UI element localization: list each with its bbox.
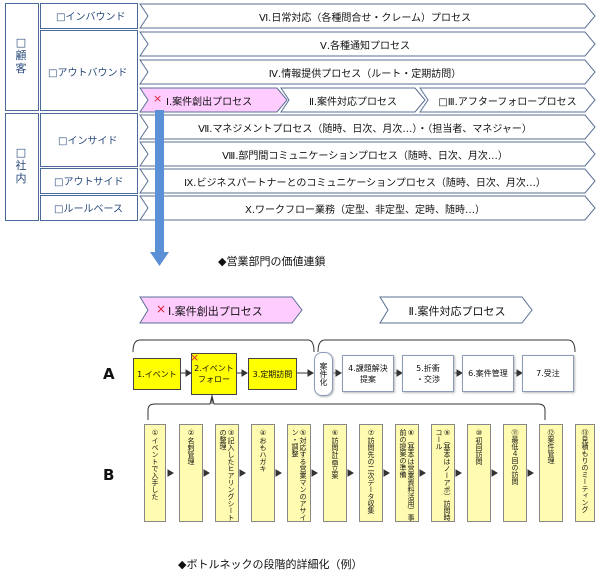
bracket-2 — [317, 339, 576, 353]
process-7-label: Ⅶ.マネジメントプロセス（随時、日次、月次…）・（担当者、マネジャー） — [198, 124, 532, 135]
b-step-9: ⑨（基本はノーアポ）訪問時コール — [431, 424, 455, 522]
a-step-1: 1.イベント — [133, 358, 181, 390]
b-step-10: ⑩初回訪問 — [467, 424, 491, 522]
process-arrow-6 — [139, 3, 596, 29]
caption-value-chain: ◆営業部門の価値連鎖 — [218, 255, 326, 268]
process-9-label: Ⅸ.ビジネスパートナーとのコミュニケーションプロセス（随時、日次、月次…） — [184, 178, 546, 189]
process-arrow-8 — [139, 141, 596, 167]
process-arrow-4 — [139, 59, 596, 85]
b-step-3: ③記入したヒアリングシートの整理 — [215, 424, 239, 522]
inside-label: □インサイド — [58, 136, 118, 147]
bracket-b — [147, 395, 546, 420]
internal-group — [5, 113, 39, 221]
a-step-7: 7.受注 — [522, 355, 574, 392]
a-step-3: 3.定期訪問 — [248, 358, 297, 390]
row-b-label: B — [103, 466, 115, 484]
a-step-2: 2.イベント フォロー — [191, 353, 237, 395]
process-5-label: Ⅴ.各種通知プロセス — [319, 41, 411, 52]
b-step-12: ⑫案件管理 — [539, 424, 563, 522]
process-arrow-2 — [280, 87, 426, 113]
process-4-label: Ⅳ.情報提供プロセス（ルート・定期訪問） — [268, 69, 462, 80]
b-step-13: ⑬見積もりのミーティング — [575, 424, 595, 522]
inbound-label: □インバウンド — [56, 12, 126, 23]
b-step-4: ④おもハガキ — [251, 424, 275, 522]
detail-header-1 — [139, 296, 303, 324]
customer-group — [5, 3, 39, 111]
outbound-cell — [40, 30, 138, 111]
detail-header-2 — [379, 296, 533, 324]
process-3-label: □Ⅲ.アフターフォロープロセス — [438, 97, 577, 108]
b-step-7: ⑦訪問先の二次データ収集 — [359, 424, 383, 522]
outbound-label: □アウトバウンド — [48, 68, 128, 79]
b-step-1: ①イベントで入手した — [144, 424, 166, 522]
process-arrow-5 — [139, 31, 596, 57]
b-step-11: ⑪最低４回の訪問 — [503, 424, 527, 522]
process-8-label: Ⅷ.部門間コミュニケーションプロセス（随時、日次、月次…） — [222, 151, 508, 162]
down-arrow-head — [150, 252, 169, 266]
internal-label: □ 社 内 — [15, 146, 27, 185]
inbound-cell — [40, 3, 138, 29]
b-step-2: ②名刺管理 — [179, 424, 203, 522]
detail-header-2-label: Ⅱ.案件対応プロセス — [408, 305, 506, 318]
a-step-6: 6.案件管理 — [462, 355, 514, 392]
b-step-6: ⑥訪問計画立案 — [323, 424, 347, 522]
process-arrow-1-highlight — [139, 87, 288, 113]
outside-label: □アウトサイド — [54, 177, 124, 188]
process-2-label: Ⅱ.案件対応プロセス — [308, 97, 398, 108]
process-arrow-3 — [419, 87, 596, 113]
bracket-1 — [132, 339, 315, 353]
process-arrow-9 — [139, 168, 596, 194]
customer-label: □ 顧 客 — [15, 36, 27, 75]
process-1-label: Ⅰ.案件創出プロセス — [166, 97, 253, 108]
detail-header-1-label: Ⅰ.案件創出プロセス — [168, 305, 263, 318]
rulebase-label: □ルールベース — [54, 204, 123, 215]
rulebase-cell — [40, 195, 138, 221]
row-a-label: A — [103, 365, 115, 383]
b-step-8: ⑧（基本は営業資料活用）事前の提案の準備 — [395, 424, 419, 522]
process-6-label: Ⅵ.日常対応（各種問合せ・クレーム）プロセス — [258, 13, 472, 24]
process-10-label: Ⅹ.ワークフロー業務（定型、非定型、定時、随時…） — [244, 205, 486, 216]
b-step-5: ⑤対応する営業マンのアサイン・調整 — [287, 424, 311, 522]
inside-cell — [40, 113, 138, 167]
a-step-2-mark: × — [190, 351, 200, 364]
process-arrow-7 — [139, 114, 596, 140]
detail-header-1-mark: × — [156, 302, 167, 316]
process-arrow-10 — [139, 195, 596, 221]
process-1-mark: × — [153, 92, 163, 105]
caption-bottleneck: ◆ボトルネックの段階的詳細化（例） — [178, 558, 363, 571]
a-step-4: 4.課題解決 提案 — [342, 355, 394, 392]
a-step-anken: 案件化 — [314, 352, 333, 396]
down-arrow-shaft — [155, 110, 164, 252]
outside-cell — [40, 168, 138, 194]
a-step-5: 5.折衝 ・交渉 — [402, 355, 454, 392]
